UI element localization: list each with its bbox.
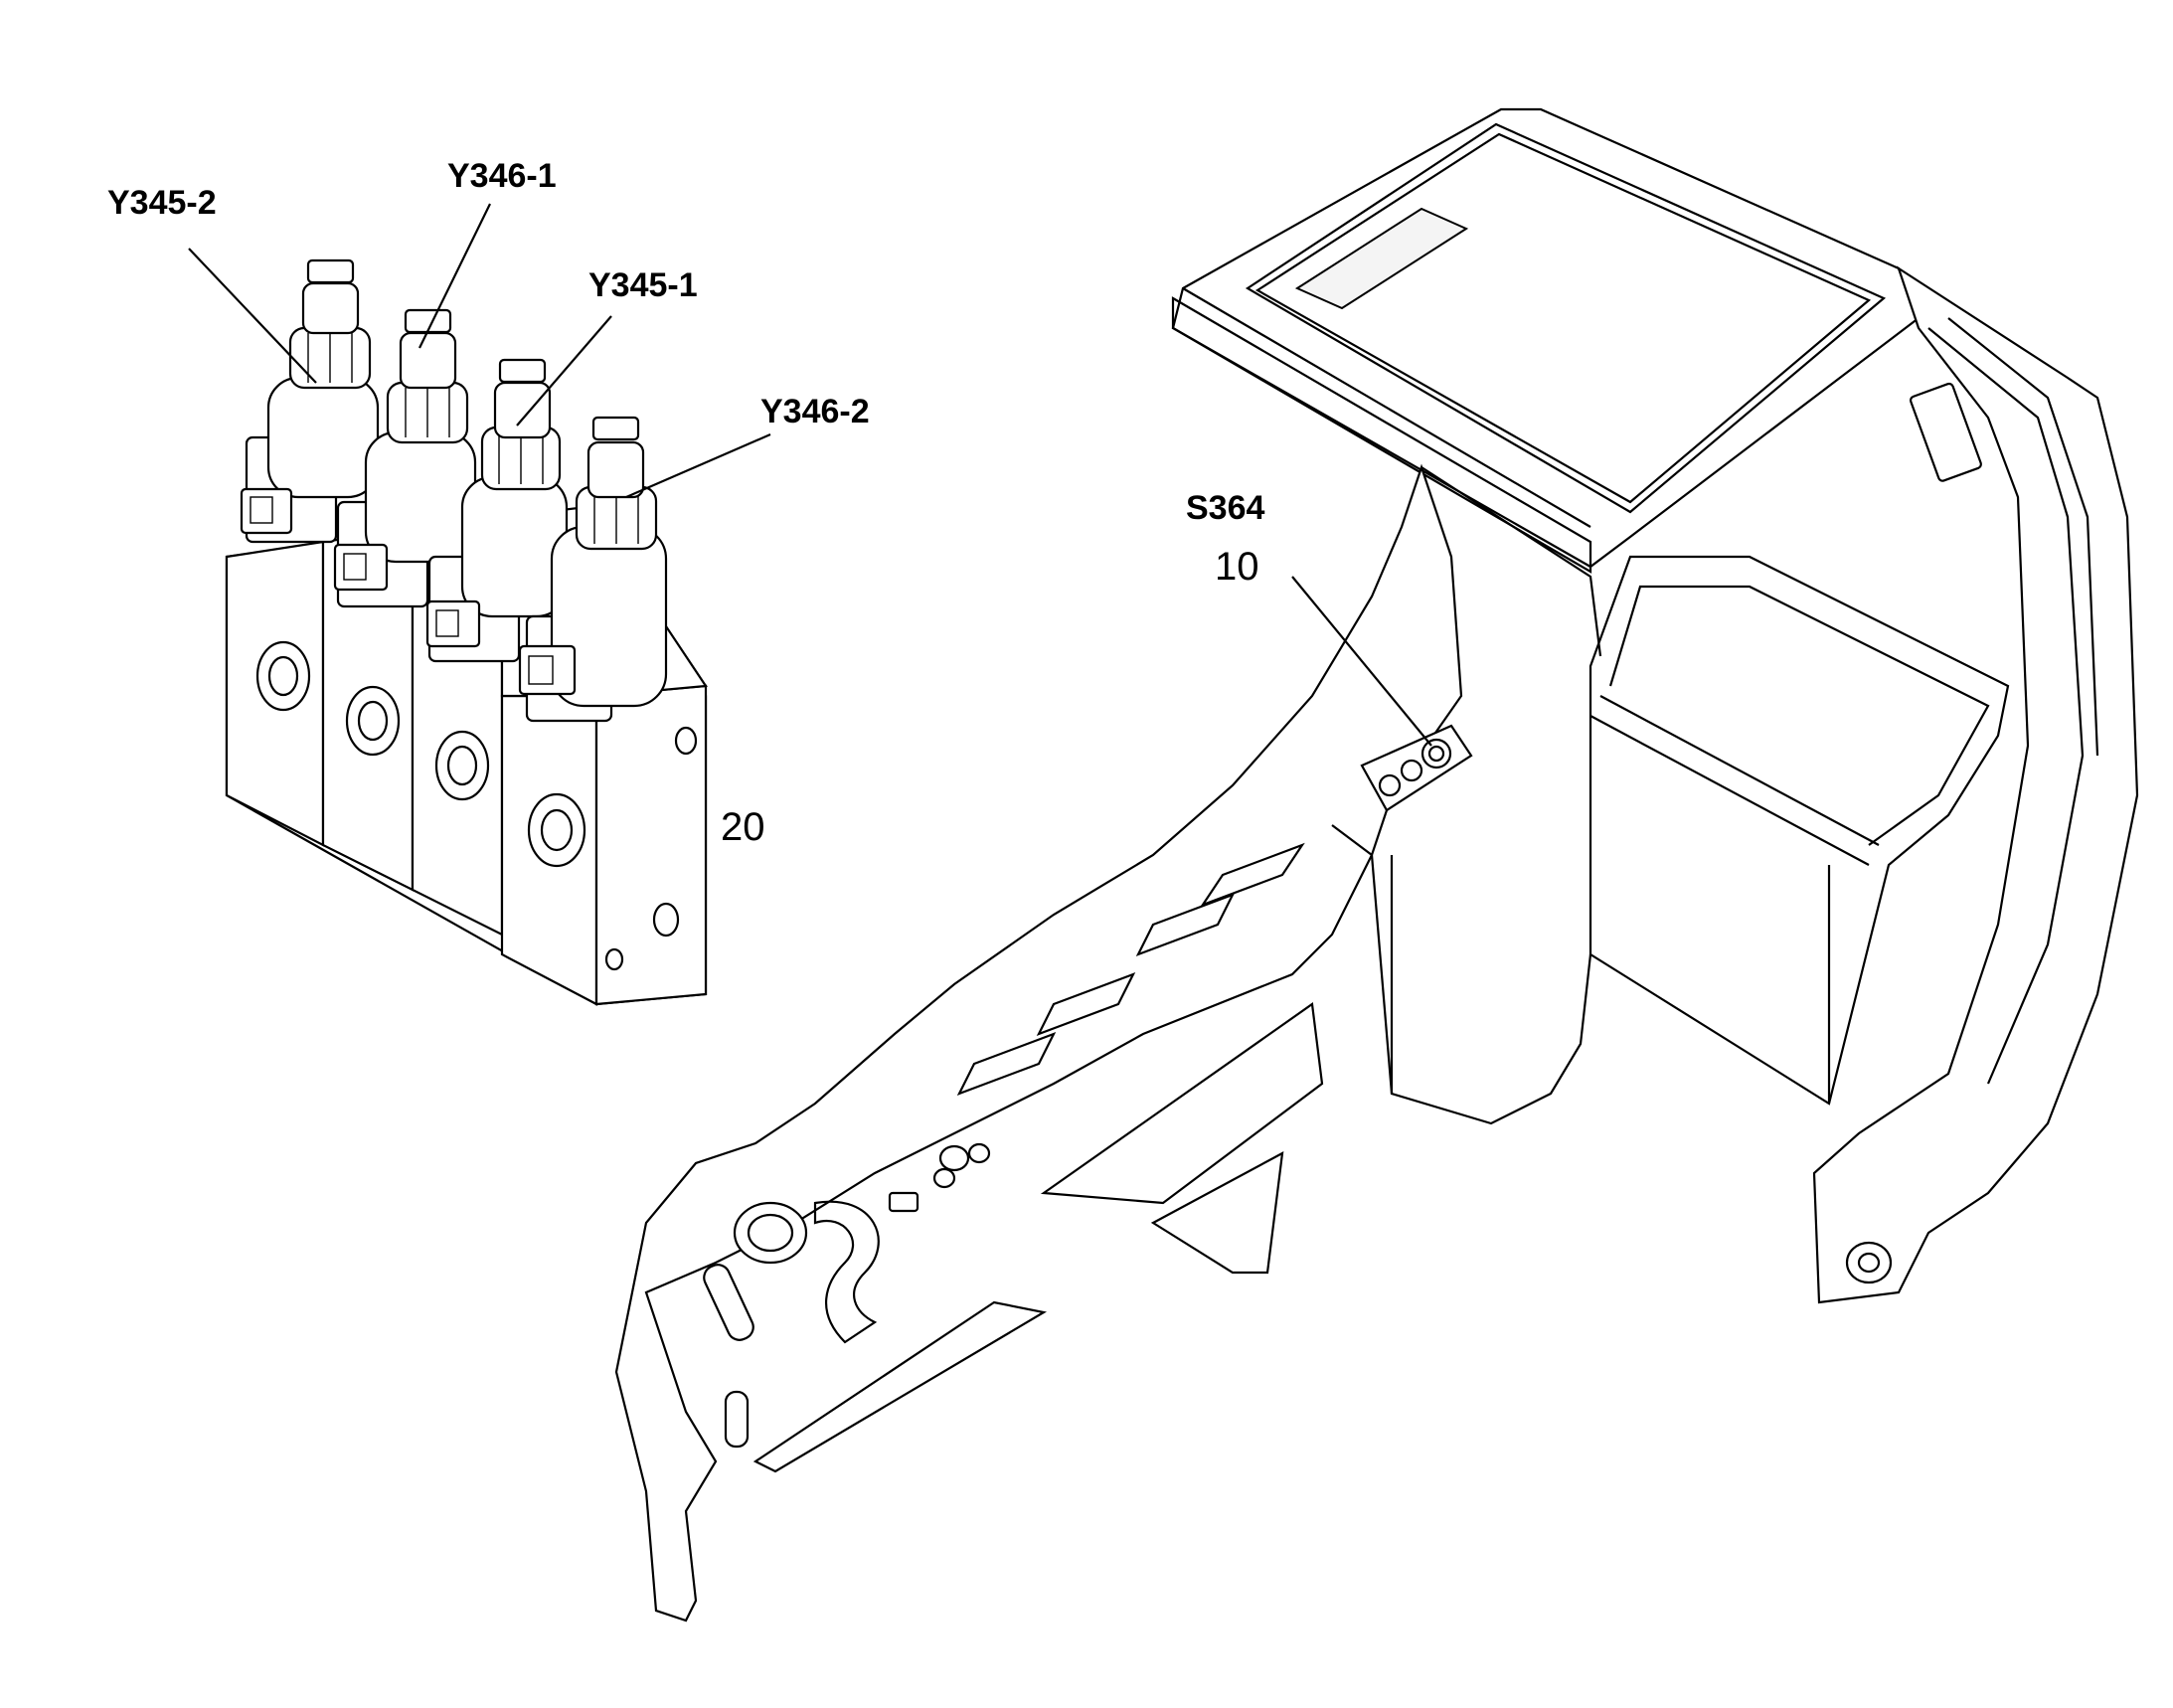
storage-box bbox=[1588, 555, 2010, 1106]
leader-y345-2 bbox=[188, 248, 317, 384]
label-y346-2: Y346-2 bbox=[760, 393, 870, 430]
label-y346-1: Y346-1 bbox=[447, 157, 557, 195]
lower-switch-panel bbox=[888, 1142, 991, 1213]
label-switch-code: S364 bbox=[1186, 489, 1264, 527]
solenoid-y346-2 bbox=[518, 416, 668, 723]
solenoid-y346-1 bbox=[333, 308, 477, 608]
solenoid-y345-2 bbox=[240, 258, 380, 544]
right-pillar bbox=[1812, 265, 2139, 1304]
label-y345-2: Y345-2 bbox=[107, 184, 217, 222]
leader-y345-1 bbox=[516, 315, 612, 427]
leader-s364 bbox=[1291, 576, 1432, 747]
cab-frame-assembly bbox=[614, 107, 2139, 1623]
leader-y346-1 bbox=[418, 203, 491, 349]
valve-block-assembly bbox=[188, 203, 771, 1006]
label-switch-number: 10 bbox=[1215, 545, 1259, 589]
left-side-frame bbox=[614, 463, 1602, 1623]
solenoid-y345-1 bbox=[425, 358, 569, 663]
roof-panel bbox=[1171, 107, 1921, 574]
label-y345-1: Y345-1 bbox=[588, 266, 698, 304]
label-valve-block-number: 20 bbox=[721, 805, 765, 849]
switch-panel-s364 bbox=[1291, 576, 1473, 812]
leader-y346-2 bbox=[625, 432, 771, 499]
